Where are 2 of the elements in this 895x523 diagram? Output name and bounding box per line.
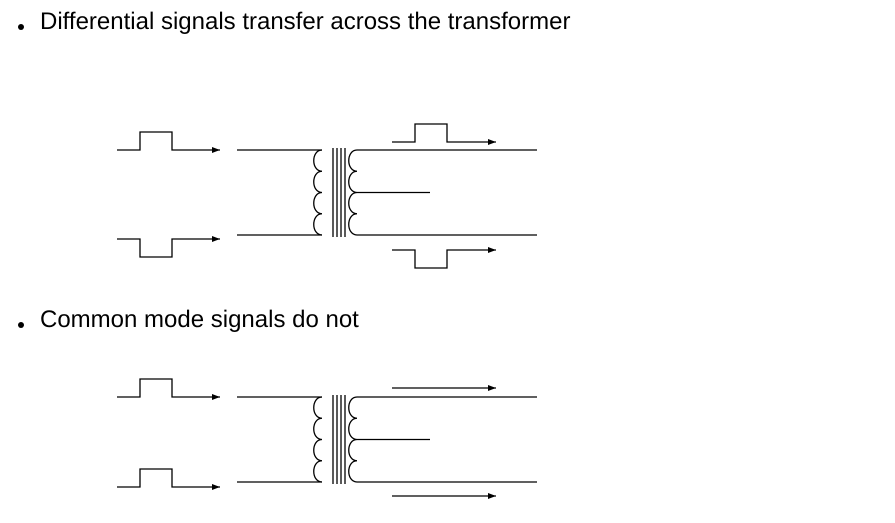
- bullet-text: Differential signals transfer across the transformer: [40, 8, 570, 36]
- bullet-text: Common mode signals do not: [40, 306, 359, 334]
